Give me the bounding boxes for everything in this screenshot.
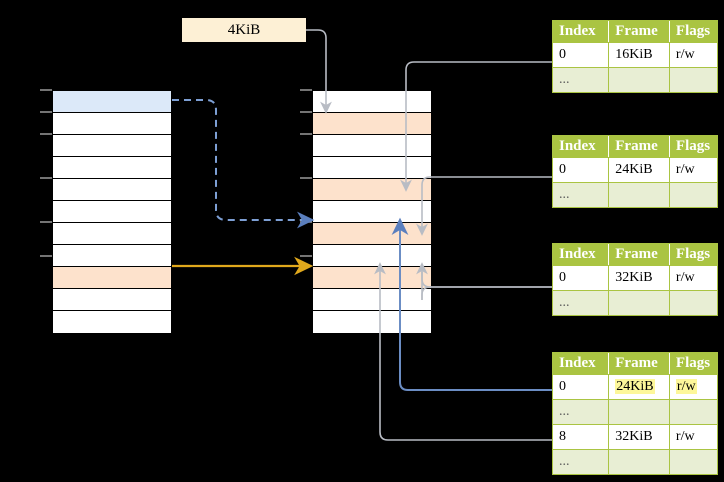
virtual-page-row-3 <box>53 157 171 179</box>
cell-flags <box>669 399 717 425</box>
virtual-page-row-2 <box>53 135 171 157</box>
cell-frame <box>608 182 670 207</box>
cell-index: 0 <box>553 42 610 68</box>
physical-frame-row-8 <box>313 267 431 289</box>
column-header-frame: Frame <box>608 244 670 266</box>
cell-index: ... <box>553 182 610 207</box>
virtual-page-row-4 <box>53 179 171 201</box>
physical-memory-column <box>312 90 432 334</box>
virtual-page-row-0 <box>53 91 171 113</box>
column-header-index: Index <box>553 136 610 158</box>
cell-flags <box>669 182 717 207</box>
physical-frame-row-9 <box>313 289 431 311</box>
cell-flags <box>669 449 717 474</box>
column-header-flags: Flags <box>669 21 717 43</box>
cell-flags: r/w <box>669 424 717 450</box>
cell-index: 0 <box>553 265 610 291</box>
cell-flags <box>669 290 717 315</box>
cell-flags <box>669 67 717 92</box>
cell-frame: 24KiB <box>608 374 670 400</box>
table-row: ... <box>553 399 717 425</box>
virtual-page-row-7 <box>53 245 171 267</box>
physical-frame-row-1 <box>313 113 431 135</box>
cell-index: 0 <box>553 374 610 400</box>
cell-frame <box>608 449 670 474</box>
physical-frame-row-10 <box>313 311 431 333</box>
column-header-frame: Frame <box>608 136 670 158</box>
cell-flags: r/w <box>669 157 717 183</box>
highlighted-value: r/w <box>675 379 697 394</box>
virtual-address-space-column <box>52 90 172 334</box>
cell-frame <box>608 399 670 425</box>
cell-frame <box>608 67 670 92</box>
column-header-flags: Flags <box>669 353 717 375</box>
column-header-frame: Frame <box>608 21 670 43</box>
column-header-flags: Flags <box>669 136 717 158</box>
cell-frame: 16KiB <box>608 42 670 68</box>
virtual-page-row-8 <box>53 267 171 289</box>
virtual-page-row-6 <box>53 223 171 245</box>
physical-frame-row-6 <box>313 223 431 245</box>
column-header-index: Index <box>553 244 610 266</box>
cell-flags: r/w <box>669 42 717 68</box>
cell-index: 8 <box>553 424 610 450</box>
physical-frame-row-7 <box>313 245 431 267</box>
cell-index: ... <box>553 290 610 315</box>
table-row: ... <box>553 67 717 92</box>
virtual-page-row-5 <box>53 201 171 223</box>
cell-frame: 24KiB <box>608 157 670 183</box>
cell-flags: r/w <box>669 265 717 291</box>
cell-flags: r/w <box>669 374 717 400</box>
cell-frame: 32KiB <box>608 424 670 450</box>
highlighted-value: 24KiB <box>615 379 655 394</box>
cell-index: ... <box>553 399 610 425</box>
table-row: ... <box>553 290 717 315</box>
virtual-page-row-10 <box>53 311 171 333</box>
table-row: ... <box>553 182 717 207</box>
cell-index: 0 <box>553 157 610 183</box>
column-header-frame: Frame <box>608 353 670 375</box>
cell-index: ... <box>553 67 610 92</box>
page-size-label: 4KiB <box>182 18 306 42</box>
cell-frame: 32KiB <box>608 265 670 291</box>
table-row: 0 24KiB r/w <box>553 374 717 400</box>
column-header-flags: Flags <box>669 244 717 266</box>
cell-frame <box>608 290 670 315</box>
cell-index: ... <box>553 449 610 474</box>
table-row: ... <box>553 449 717 474</box>
virtual-page-row-9 <box>53 289 171 311</box>
physical-frame-row-3 <box>313 157 431 179</box>
physical-frame-row-0 <box>313 91 431 113</box>
physical-frame-row-2 <box>313 135 431 157</box>
column-header-index: Index <box>553 353 610 375</box>
physical-frame-row-4 <box>313 179 431 201</box>
physical-frame-row-5 <box>313 201 431 223</box>
virtual-page-row-1 <box>53 113 171 135</box>
column-header-index: Index <box>553 21 610 43</box>
